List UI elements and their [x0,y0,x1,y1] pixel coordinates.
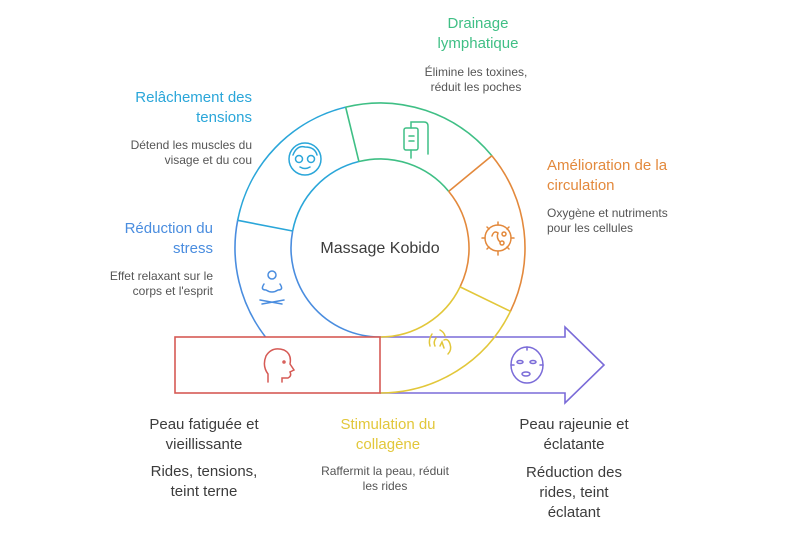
iv-drip-icon [403,121,429,159]
head-profile-icon [263,348,296,383]
tension-outer-arc [236,106,346,221]
drainage-outer-arc [345,102,493,157]
stress-inner-arc [290,230,381,338]
drainage-desc: Élimine les toxines,réduit les poches [424,65,528,94]
before-desc: Rides, tensions,teint terne [150,463,258,500]
before-box [174,336,381,394]
divider-drainage-circulation [448,155,493,193]
collagen-outer-arc [379,310,512,394]
face-mask-relax-icon [288,142,322,176]
divider-circulation-collagen [459,286,511,313]
after-arrow [380,325,606,405]
stress-outer-arc [234,220,267,338]
divider-stress-tension [237,219,293,232]
drainage-inner-arc [358,158,450,192]
tension-inner-arc [291,160,360,232]
circulation-outer-arc [491,155,526,312]
cell-icon [481,221,515,256]
face-icon [510,346,544,384]
center-label: Massage Kobido [320,240,440,257]
touch-icon [428,329,452,355]
divider-tension-drainage [344,106,360,162]
collagen-inner-arc [379,286,461,338]
circulation-inner-arc [448,190,470,288]
meditation-icon [259,270,285,305]
